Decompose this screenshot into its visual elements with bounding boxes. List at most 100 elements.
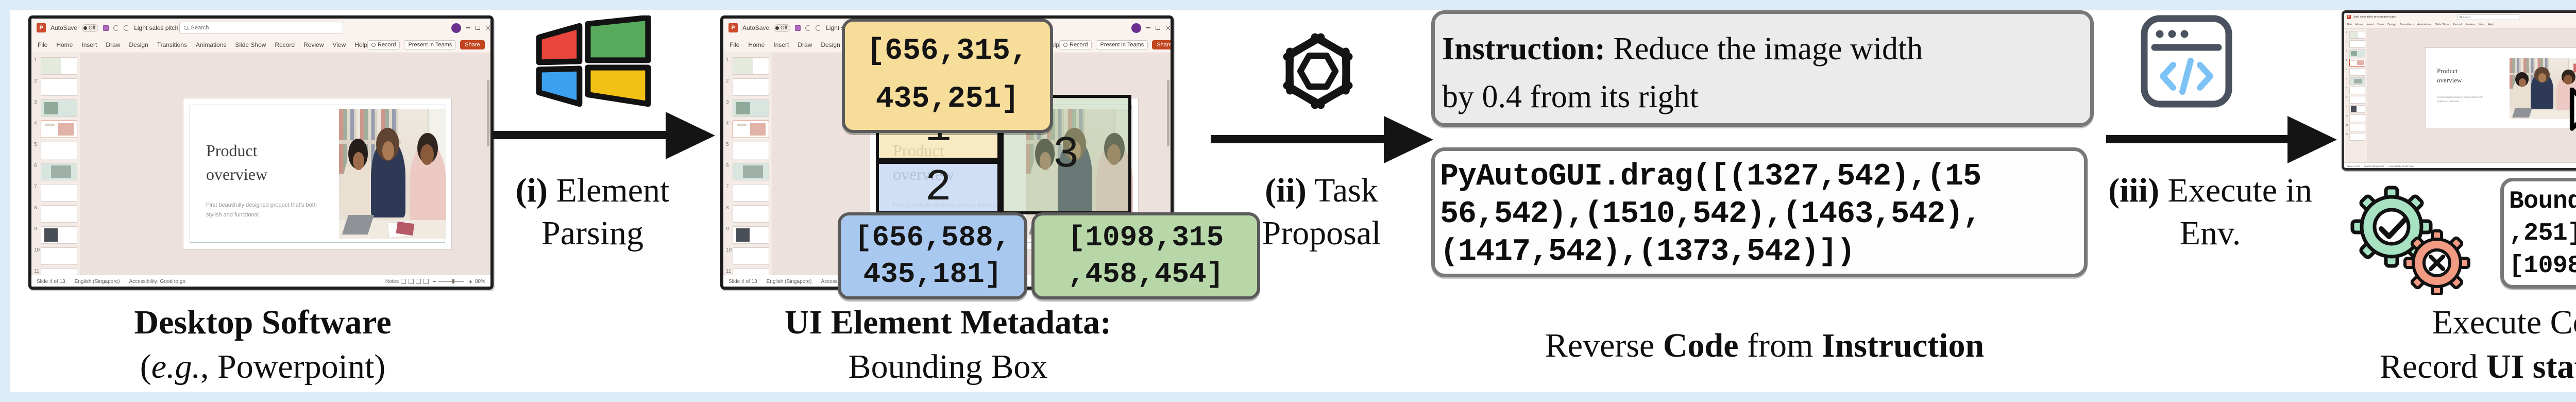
slide-thumbnail[interactable]: 3 <box>34 99 77 117</box>
ribbon-tab[interactable]: Insert <box>773 41 789 48</box>
undo-icon[interactable] <box>113 25 120 31</box>
slide-thumbnail[interactable]: 9 <box>34 226 77 244</box>
ribbon-tab[interactable]: Slide Show <box>2435 23 2449 26</box>
notes-button[interactable]: Notes <box>385 278 399 284</box>
language-status[interactable]: English (Singapore) <box>2364 164 2384 167</box>
slide-photo[interactable] <box>338 109 446 239</box>
slide-thumbnail[interactable]: 11 <box>726 269 769 275</box>
vertical-scrollbar[interactable] <box>1167 79 1170 146</box>
save-icon[interactable] <box>103 25 109 31</box>
present-in-teams-button[interactable]: Present in Teams <box>404 40 456 49</box>
slide-thumbnail[interactable]: 6 <box>2346 77 2365 85</box>
ribbon-tab[interactable]: File <box>38 41 48 48</box>
normal-view-icon[interactable] <box>401 279 406 284</box>
slide-thumbnail[interactable]: 8 <box>726 205 769 223</box>
ribbon-tab[interactable]: Design <box>821 41 840 48</box>
zoom-in-icon[interactable] <box>468 280 472 283</box>
slide-thumbnail[interactable]: 3 <box>726 99 769 117</box>
autosave-toggle[interactable]: Off <box>82 24 99 32</box>
ribbon-tab[interactable]: Record <box>2452 23 2462 26</box>
account-avatar[interactable] <box>1131 23 1142 33</box>
maximize-button[interactable] <box>476 25 480 30</box>
slide-thumbnail[interactable]: 5 <box>2346 68 2365 76</box>
ribbon-tab[interactable]: Design <box>129 41 148 48</box>
ribbon-tab[interactable]: File <box>730 41 740 48</box>
present-in-teams-button[interactable]: Present in Teams <box>1096 40 1148 49</box>
ribbon-tab[interactable]: Draw <box>2377 23 2384 26</box>
slide-subtitle[interactable]: First beautifully designed product that'… <box>2437 96 2483 103</box>
slide-thumbnail[interactable]: 4 <box>34 121 77 138</box>
ribbon-tab[interactable]: Help <box>354 41 367 48</box>
ribbon-tab[interactable]: Review <box>303 41 324 48</box>
accessibility-status[interactable]: Accessibility: Good to go <box>2388 164 2414 167</box>
minimize-button[interactable] <box>466 27 471 28</box>
slide-thumbnail[interactable]: 6 <box>726 163 769 180</box>
language-status[interactable]: English (Singapore) <box>766 278 812 284</box>
slide-thumbnail[interactable]: 10 <box>2346 114 2365 122</box>
search-input[interactable]: Search <box>179 22 343 34</box>
slide-thumbnail[interactable]: 10 <box>34 247 77 265</box>
ribbon-tab[interactable]: View <box>2478 23 2485 26</box>
slide-thumbnail[interactable]: 4 <box>2346 59 2365 66</box>
ribbon-tab[interactable]: View <box>332 41 346 48</box>
zoom-slider[interactable] <box>438 279 464 283</box>
ribbon-tab[interactable]: Draw <box>106 41 121 48</box>
slide-thumbnail[interactable]: 8 <box>34 205 77 223</box>
ribbon-tab[interactable]: Animations <box>2417 23 2432 26</box>
slide-thumbnail[interactable]: 9 <box>2346 105 2365 113</box>
ribbon-tab[interactable]: Record <box>275 41 295 48</box>
slide-thumbnail[interactable]: 1 <box>34 57 77 75</box>
search-input[interactable]: Search <box>2458 14 2519 20</box>
ribbon-tab[interactable]: Transitions <box>157 41 187 48</box>
save-icon[interactable] <box>795 25 801 31</box>
slide-thumbnail[interactable]: 2 <box>2346 40 2365 48</box>
zoom-out-icon[interactable] <box>432 281 436 282</box>
slide-thumbnail[interactable]: 4 <box>726 121 769 138</box>
slide-thumbnail[interactable]: 5 <box>34 142 77 159</box>
slide-thumbnail[interactable]: 1 <box>2346 31 2365 39</box>
slide-thumbnail[interactable]: 12 <box>2346 133 2365 141</box>
record-button[interactable]: Record <box>367 40 400 49</box>
record-button[interactable]: Record <box>1059 40 1092 49</box>
language-status[interactable]: English (Singapore) <box>74 278 120 284</box>
share-button[interactable]: Share <box>460 40 485 49</box>
autosave-toggle[interactable]: Off <box>774 24 791 32</box>
undo-icon[interactable] <box>805 25 811 31</box>
ribbon-tab[interactable]: Insert <box>2366 23 2374 26</box>
slide-thumbnail[interactable]: 9 <box>726 226 769 244</box>
slideshow-icon[interactable] <box>423 279 429 284</box>
slide-thumbnail[interactable]: 7 <box>2346 87 2365 94</box>
ribbon-tab[interactable]: Transitions <box>2400 23 2414 26</box>
ribbon-tab[interactable]: Slide Show <box>235 41 266 48</box>
slide-thumbnail[interactable]: 7 <box>34 184 77 202</box>
ribbon-tab[interactable]: Home <box>56 41 73 48</box>
slide-thumbnail[interactable]: 10 <box>726 247 769 265</box>
account-avatar[interactable] <box>451 23 462 33</box>
ribbon-tab[interactable]: Review <box>2465 23 2475 26</box>
ribbon-tab[interactable]: Design <box>2387 23 2397 26</box>
slide-thumbnail[interactable]: 2 <box>34 78 77 96</box>
ribbon-tab[interactable]: Draw <box>798 41 812 48</box>
ribbon-tab[interactable]: Insert <box>81 41 97 48</box>
ribbon-tab[interactable]: Animations <box>196 41 227 48</box>
slide-photo-full-width[interactable] <box>2509 58 2576 119</box>
slide-sorter-icon[interactable] <box>408 279 414 284</box>
slide-subtitle[interactable]: First beautifully designed product that'… <box>206 202 317 218</box>
slide-thumbnail[interactable]: 5 <box>726 142 769 159</box>
slide-thumbnail[interactable]: 3 <box>2346 49 2365 57</box>
minimize-button[interactable] <box>1146 27 1151 28</box>
share-button[interactable]: Share <box>1152 40 1171 49</box>
ribbon-tab[interactable]: File <box>2347 23 2352 26</box>
slide-thumbnail[interactable]: 6 <box>34 163 77 180</box>
slide-thumbnail[interactable]: 1 <box>726 57 769 75</box>
maximize-button[interactable] <box>1156 25 1160 30</box>
ribbon-tab[interactable]: Home <box>748 41 765 48</box>
slide-thumbnail[interactable]: 11 <box>2346 124 2365 131</box>
slide-thumbnail[interactable]: 8 <box>2346 96 2365 104</box>
zoom-level[interactable]: 80% <box>474 278 485 284</box>
redo-icon[interactable] <box>124 25 130 31</box>
